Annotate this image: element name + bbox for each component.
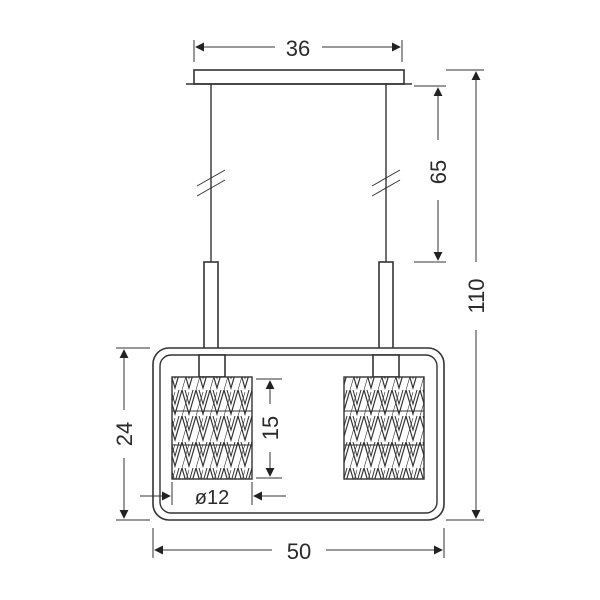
- shade-diameter-label: ø12: [195, 487, 229, 509]
- frame-height-label: 24: [112, 422, 137, 446]
- shade-right: [343, 354, 425, 480]
- dim-frame-height: 24: [112, 347, 150, 521]
- dim-shade-height: 15: [256, 378, 283, 479]
- shade-height-label: 15: [258, 416, 283, 440]
- canopy: [186, 69, 412, 85]
- cable-sleeves: [203, 261, 394, 351]
- frame-width-label: 50: [287, 539, 311, 564]
- dim-cable-length: 65: [414, 85, 451, 263]
- dim-shade-diameter: ø12: [140, 482, 286, 509]
- total-height-label: 110: [464, 278, 489, 313]
- dim-canopy-width: 36: [193, 36, 403, 62]
- canopy-width-label: 36: [286, 36, 310, 61]
- shade-left: [171, 354, 253, 480]
- dim-frame-width: 50: [152, 528, 445, 564]
- dim-total-height: 110: [446, 69, 489, 521]
- cable-length-label: 65: [426, 160, 451, 184]
- suspension-cables: [196, 84, 401, 262]
